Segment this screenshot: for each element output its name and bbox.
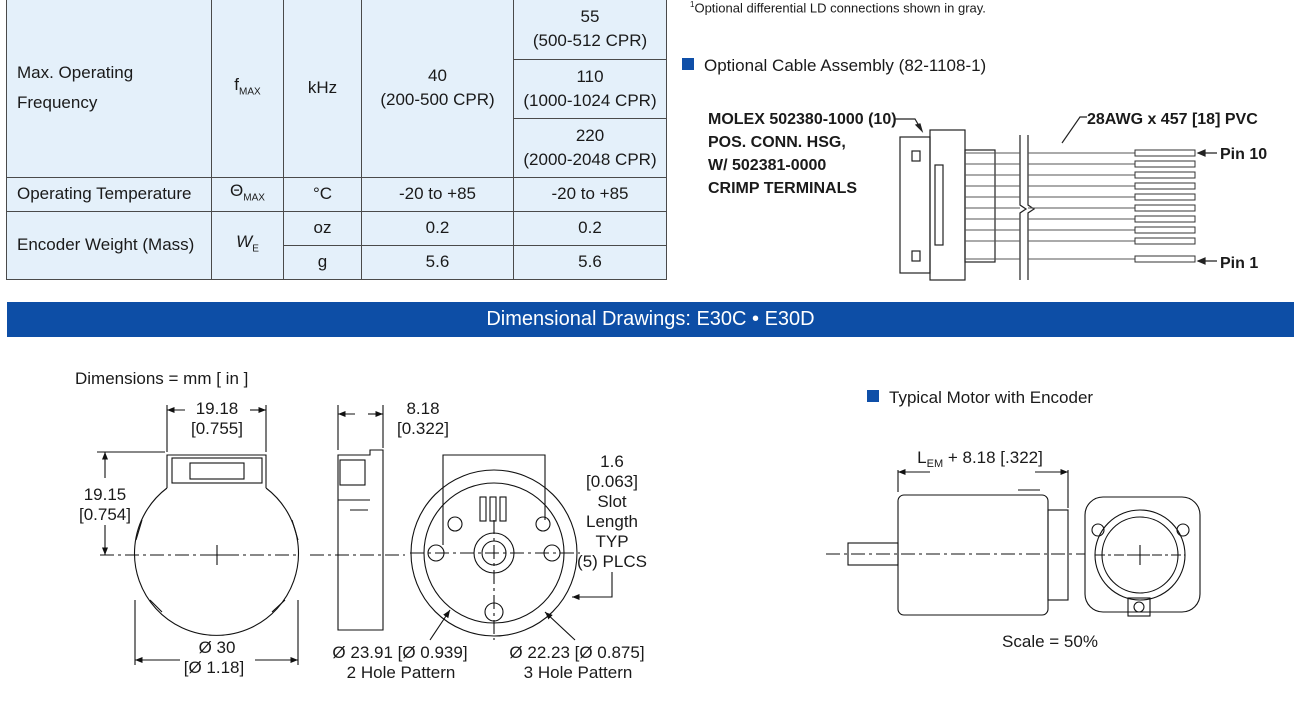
leader-arrow-icon — [914, 123, 924, 134]
slot-line-6: (5) PLCS — [577, 552, 647, 571]
scale-label: Scale = 50% — [1002, 632, 1098, 651]
theta-sub: MAX — [243, 192, 265, 203]
weight-oz-col2: 0.2 — [513, 210, 667, 246]
connector-housing — [899, 136, 931, 274]
dimensions-unit-label: Dimensions = mm [ in ] — [75, 369, 249, 388]
wire-label: 28AWG x 457 [18] PVC — [1087, 111, 1258, 128]
side-depth-mm: 8.18 — [406, 399, 439, 418]
conn-line-3: W/ 502381-0000 — [708, 157, 826, 174]
freq-col1-range: (200-500 CPR) — [380, 90, 495, 110]
unit-celsius: °C — [283, 176, 362, 212]
slot-line-1: 1.6 — [600, 452, 624, 471]
we-sub: E — [252, 243, 259, 255]
freq-col2-range: (500-512 CPR) — [532, 31, 648, 51]
front-width-in: [0.755] — [191, 419, 243, 438]
freq-col2-range: (2000-2048 CPR) — [523, 149, 657, 169]
max-freq-label: Max. Operating Frequency — [17, 63, 134, 113]
param-max-freq: Max. Operating Frequency — [6, 0, 212, 178]
freq-col2-value: 55 — [580, 7, 600, 27]
section-banner: Dimensional Drawings: E30C • E30D — [7, 302, 1294, 337]
motor-title: Typical Motor with Encoder — [867, 388, 1093, 408]
pin10-label: Pin 10 — [1220, 146, 1267, 163]
theta-main: Θ — [230, 180, 244, 200]
motor-title-text: Typical Motor with Encoder — [889, 388, 1094, 407]
freq-col1-value: 40 — [428, 66, 447, 86]
side-depth-in: [0.322] — [397, 419, 449, 438]
weight-oz-col1: 0.2 — [361, 210, 514, 246]
freq-col1: 40 (200-500 CPR) — [361, 0, 514, 178]
pin1-label: Pin 1 — [1220, 255, 1258, 272]
conn-line-4: CRIMP TERMINALS — [708, 180, 857, 197]
fmax-sub: MAX — [239, 86, 261, 98]
connector-latch — [934, 164, 944, 246]
motor-view — [826, 468, 1201, 617]
front-height-mm: 19.15 — [84, 485, 127, 504]
slot-line-3: Slot — [597, 492, 627, 511]
wire-bundle — [965, 152, 1135, 260]
fmax-main: f — [234, 74, 240, 94]
side-view — [310, 405, 405, 631]
hole3-pattern: 3 Hole Pattern — [524, 663, 633, 682]
hole2-dia: Ø 23.91 [Ø 0.939] — [332, 643, 467, 662]
param-weight: Encoder Weight (Mass) — [6, 210, 212, 281]
weight-g-col1: 5.6 — [361, 244, 514, 281]
footnote: 1Optional differential LD connections sh… — [690, 0, 986, 15]
spec-table: Max. Operating Frequency fMAX kHz 40 (20… — [6, 0, 667, 281]
dimensional-drawings: 19.18 [0.755] 19.15 [0.754] Ø 30 [Ø 1.18… — [79, 399, 1201, 682]
unit-g: g — [283, 244, 362, 281]
front-dia-mm: Ø 30 — [199, 638, 236, 657]
unit-khz: kHz — [283, 0, 362, 178]
unit-oz: oz — [283, 210, 362, 246]
front-view — [97, 405, 300, 665]
front-width-mm: 19.18 — [196, 399, 239, 418]
cable-assembly-drawing: MOLEX 502380-1000 (10) POS. CONN. HSG, W… — [708, 111, 1267, 281]
conn-line-1: MOLEX 502380-1000 (10) — [708, 111, 897, 128]
bullet-square-icon — [682, 58, 694, 70]
freq-col2-row3: 220 (2000-2048 CPR) — [513, 117, 667, 178]
hole3-dia: Ø 22.23 [Ø 0.875] — [509, 643, 644, 662]
front-height-in: [0.754] — [79, 505, 131, 524]
param-op-temp: Operating Temperature — [6, 176, 212, 212]
slot-line-5: TYP — [595, 532, 628, 551]
pin10-arrow-icon — [1196, 149, 1206, 157]
hole2-pattern: 2 Hole Pattern — [347, 663, 456, 682]
footnote-marker: 1 — [690, 0, 695, 9]
pin1-arrow-icon — [1196, 257, 1206, 265]
footnote-text: Optional differential LD connections sho… — [694, 0, 986, 16]
bullet-square-icon — [867, 390, 879, 402]
rear-view — [410, 454, 613, 641]
temp-col2: -20 to +85 — [513, 176, 667, 212]
freq-col2-value: 220 — [575, 125, 605, 145]
motor-length-dim: LEM + 8.18 [.322] — [917, 448, 1043, 470]
symbol-fmax: fMAX — [211, 0, 284, 178]
freq-col2-row2: 110 (1000-1024 CPR) — [513, 58, 667, 119]
slot-line-2: [0.063] — [586, 472, 638, 491]
freq-col2-row1: 55 (500-512 CPR) — [513, 0, 667, 60]
temp-col1: -20 to +85 — [361, 176, 514, 212]
slot-line-4: Length — [586, 512, 638, 531]
weight-g-col2: 5.6 — [513, 244, 667, 281]
conn-line-2: POS. CONN. HSG, — [708, 134, 846, 151]
we-main: W — [236, 231, 253, 251]
symbol-we: WE — [211, 210, 284, 281]
wire-terminals — [1134, 149, 1196, 263]
cable-title: Optional Cable Assembly (82-1108-1) — [682, 56, 986, 76]
front-dia-in: [Ø 1.18] — [184, 658, 244, 677]
freq-col2-range: (1000-1024 CPR) — [523, 90, 657, 110]
symbol-theta: ΘMAX — [211, 176, 284, 212]
freq-col2-value: 110 — [576, 66, 604, 86]
cable-title-text: Optional Cable Assembly (82-1108-1) — [704, 56, 987, 75]
